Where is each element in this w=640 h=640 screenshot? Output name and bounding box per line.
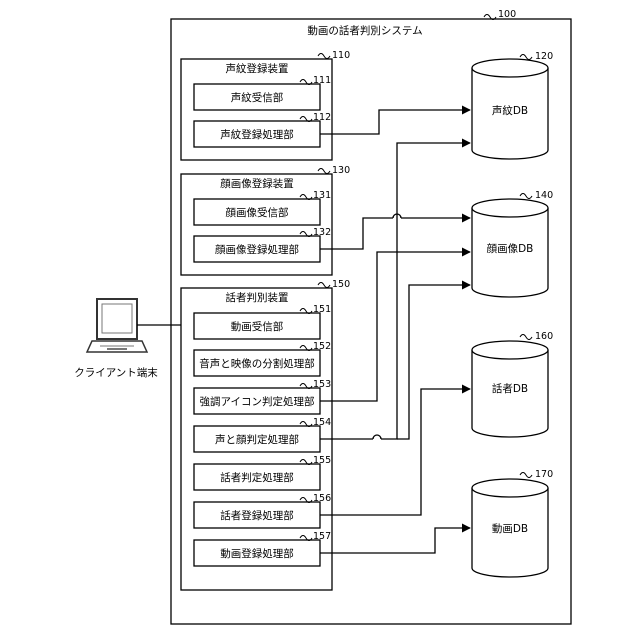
unit-label: 話者判定処理部 — [220, 471, 294, 484]
unit-ref: 152 — [313, 341, 331, 352]
voiceprint-db: 声紋DB 120 — [472, 51, 553, 159]
unit-ref: 111 — [313, 75, 331, 86]
db-ref: 160 — [535, 331, 553, 342]
unit-label: 動画受信部 — [231, 320, 284, 333]
device-label: 話者判別装置 — [226, 291, 289, 304]
video-db: 動画DB 170 — [472, 469, 553, 577]
device-ref: 150 — [332, 279, 350, 290]
db-label: 話者DB — [492, 382, 528, 395]
speaker-db: 話者DB 160 — [472, 331, 553, 437]
unit-ref: 156 — [313, 493, 331, 504]
unit-ref: 132 — [313, 227, 331, 238]
unit-label: 顔画像登録処理部 — [215, 243, 299, 256]
system-ref: 100 — [498, 9, 516, 20]
client-terminal: クライアント端末 — [74, 299, 181, 379]
db-label: 顔画像DB — [487, 242, 534, 255]
db-label: 声紋DB — [492, 104, 528, 117]
device-label: 顔画像登録装置 — [220, 177, 294, 190]
db-label: 動画DB — [492, 522, 528, 535]
unit-ref: 151 — [313, 304, 331, 315]
db-ref: 140 — [535, 190, 553, 201]
unit-label: 音声と映像の分割処理部 — [199, 357, 315, 370]
unit-ref: 155 — [313, 455, 331, 466]
device-ref: 130 — [332, 165, 350, 176]
terminal-label: クライアント端末 — [74, 366, 158, 379]
unit-ref: 131 — [313, 190, 331, 201]
unit-label: 強調アイコン判定処理部 — [200, 395, 315, 408]
unit-ref: 154 — [313, 417, 331, 428]
unit-label: 声と顔判定処理部 — [215, 433, 299, 446]
unit-label: 声紋登録処理部 — [220, 128, 294, 141]
db-ref: 120 — [535, 51, 553, 62]
system-title: 動画の話者判別システム — [307, 24, 422, 37]
device-label: 声紋登録装置 — [226, 62, 289, 75]
face-image-db: 顔画像DB 140 — [472, 190, 553, 297]
unit-ref: 157 — [313, 531, 331, 542]
unit-label: 声紋受信部 — [231, 91, 284, 104]
unit-ref: 153 — [313, 379, 331, 390]
unit-label: 話者登録処理部 — [220, 509, 294, 522]
device-ref: 110 — [332, 50, 350, 61]
unit-ref: 112 — [313, 112, 331, 123]
unit-label: 動画登録処理部 — [220, 547, 294, 560]
db-ref: 170 — [535, 469, 553, 480]
unit-label: 顔画像受信部 — [226, 206, 289, 219]
